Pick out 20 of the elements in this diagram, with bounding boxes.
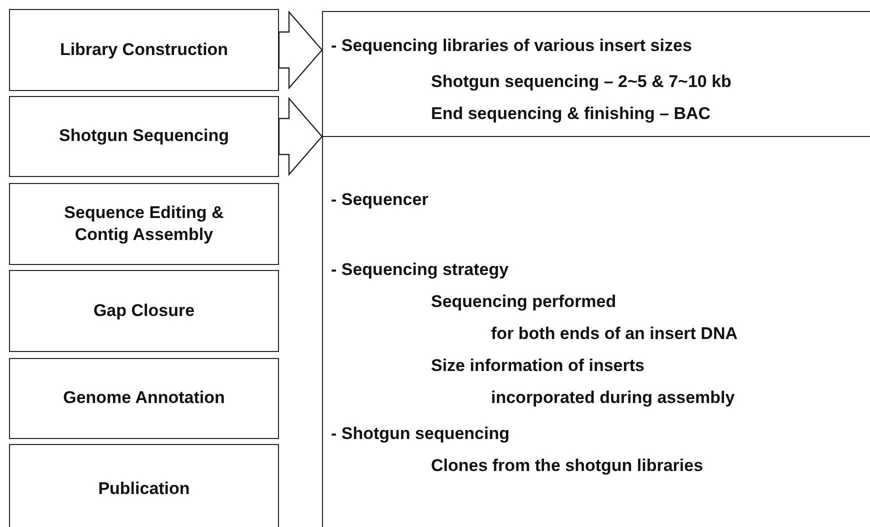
bracket-panel — [322, 11, 870, 137]
process-box: Genome Annotation — [9, 358, 279, 439]
list-subitem: Clones from the shotgun libraries — [431, 456, 704, 476]
process-box: Gap Closure — [9, 270, 279, 352]
list-subitem: Sequencing performed — [431, 292, 616, 312]
list-subitem: incorporated during assembly — [491, 388, 735, 408]
list-subitem: End sequencing & finishing – BAC — [431, 104, 711, 124]
list-subitem: for both ends of an insert DNA — [491, 324, 738, 344]
process-box: Sequence Editing & Contig Assembly — [9, 183, 279, 265]
list-item: - Sequencing libraries of various insert sizes — [331, 36, 692, 56]
process-box: Library Construction — [9, 9, 279, 91]
list-item: - Sequencing strategy — [331, 260, 509, 280]
list-item: - Sequencer — [331, 190, 428, 210]
process-box: Publication — [9, 444, 279, 527]
block-arrow — [278, 10, 323, 90]
list-subitem: Shotgun sequencing – 2~5 & 7~10 kb — [431, 72, 732, 92]
block-arrow — [278, 96, 323, 176]
process-box: Shotgun Sequencing — [9, 96, 279, 177]
list-subitem: Size information of inserts — [431, 356, 644, 376]
list-item: - Shotgun sequencing — [331, 424, 510, 444]
